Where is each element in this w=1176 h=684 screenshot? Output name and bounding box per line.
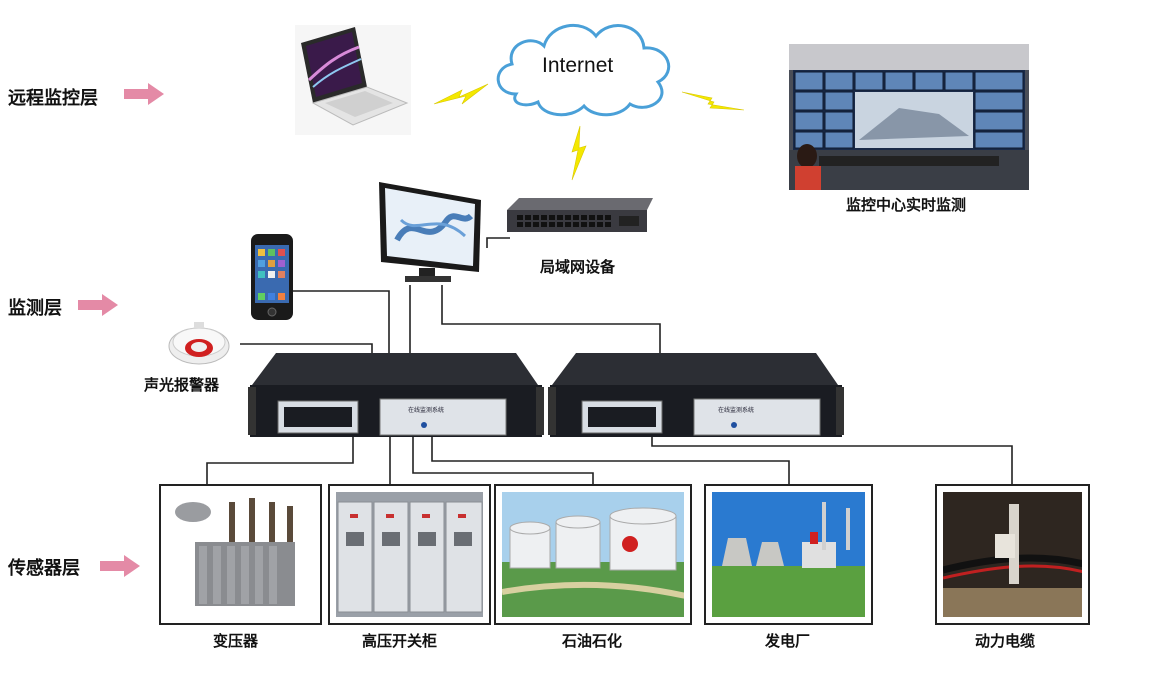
sensor-frame-petrochem	[494, 484, 692, 625]
petrochem-photo	[502, 492, 684, 617]
bolt-cloud-center	[681, 91, 745, 111]
monitoring-center-caption: 监控中心实时监测	[846, 196, 967, 214]
transformer-photo	[167, 492, 314, 617]
laptop-icon	[295, 25, 411, 135]
arrow-right-icon	[100, 555, 140, 577]
bolt-laptop-cloud	[433, 83, 489, 105]
alarm-caption: 声光报警器	[144, 376, 220, 394]
monitoring-unit-1	[248, 353, 544, 437]
unit-1-panel-label: 在线监测系统	[408, 407, 445, 414]
sensor-caption-petrochem: 石油石化	[562, 632, 623, 650]
power-cable-photo	[943, 492, 1082, 617]
monitoring-unit-2	[548, 353, 844, 437]
control-room-photo	[789, 44, 1029, 190]
arrow-right-icon	[78, 294, 118, 316]
line-monitor-unit2	[441, 285, 661, 353]
line-unit2-cable	[651, 437, 1013, 484]
line-unit1-plant	[431, 437, 790, 485]
monitor-icon	[379, 182, 481, 282]
switchgear-photo	[336, 492, 483, 617]
network-switch-icon	[507, 198, 653, 232]
sensor-caption-power-plant: 发电厂	[765, 632, 811, 650]
cloud-label: Internet	[542, 54, 614, 77]
sensor-frame-power-plant	[704, 484, 873, 625]
sensor-frame-cable	[935, 484, 1090, 625]
alarm-icon	[168, 322, 230, 365]
line-unit1-petro	[412, 437, 594, 485]
arrow-right-icon	[124, 83, 164, 105]
sensor-caption-switchgear: 高压开关柜	[362, 632, 438, 650]
bolt-cloud-lan	[571, 125, 587, 181]
layer-label-sensor: 传感器层	[8, 558, 80, 579]
layer-label-monitor: 监测层	[8, 298, 62, 319]
sensor-frame-transformer	[159, 484, 322, 625]
power-plant-photo	[712, 492, 865, 617]
line-alarm-unit1	[240, 343, 373, 353]
layer-label-remote: 远程监控层	[8, 88, 98, 109]
lan-device-caption: 局域网设备	[540, 258, 616, 276]
line-phone-unit1	[288, 290, 390, 353]
sensor-caption-cable: 动力电缆	[975, 632, 1036, 650]
sensor-caption-transformer: 变压器	[213, 632, 259, 650]
line-unit1-transformer	[206, 437, 354, 485]
sensor-frame-switchgear	[328, 484, 491, 625]
smartphone-icon	[251, 234, 293, 320]
unit-2-panel-label: 在线监测系统	[718, 407, 755, 414]
cloud-icon	[496, 24, 671, 117]
line-monitor-lan	[486, 237, 510, 248]
